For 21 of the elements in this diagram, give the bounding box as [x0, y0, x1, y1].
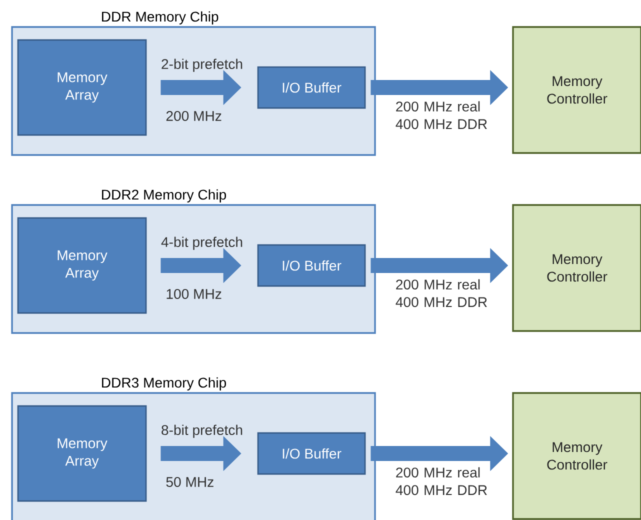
node-label: DDR2 Memory Chip [102, 189, 226, 202]
frequency-label: 100 MHz [166, 289, 222, 299]
edge-label: 200 MHz real 400 MHz DDR [396, 101, 487, 130]
memory-array-box: Memory Array [17, 39, 147, 136]
buffer-box: I/O Buffer [257, 66, 366, 109]
buffer-box: I/O Buffer [257, 432, 366, 475]
edge-label: 200 MHz real 400 MHz DDR [396, 467, 487, 496]
node-label: DDR Memory Chip [102, 11, 218, 24]
controller-box: Memory Controller [512, 26, 641, 154]
memory-array-box: Memory Array [17, 217, 147, 314]
frequency-label: 50 MHz [166, 477, 214, 487]
controller-box: Memory Controller [512, 204, 641, 332]
edge-label: 8-bit prefetch [162, 424, 242, 438]
frequency-label: 200 MHz [166, 111, 222, 121]
edge-label: 2-bit prefetch [162, 58, 242, 72]
controller-box: Memory Controller [512, 392, 641, 520]
edge-label: 4-bit prefetch [161, 236, 242, 250]
buffer-box: I/O Buffer [257, 244, 366, 287]
node-label: DDR3 Memory Chip [102, 377, 226, 390]
memory-array-box: Memory Array [17, 405, 147, 502]
edge-label: 200 MHz real 400 MHz DDR [396, 279, 487, 308]
